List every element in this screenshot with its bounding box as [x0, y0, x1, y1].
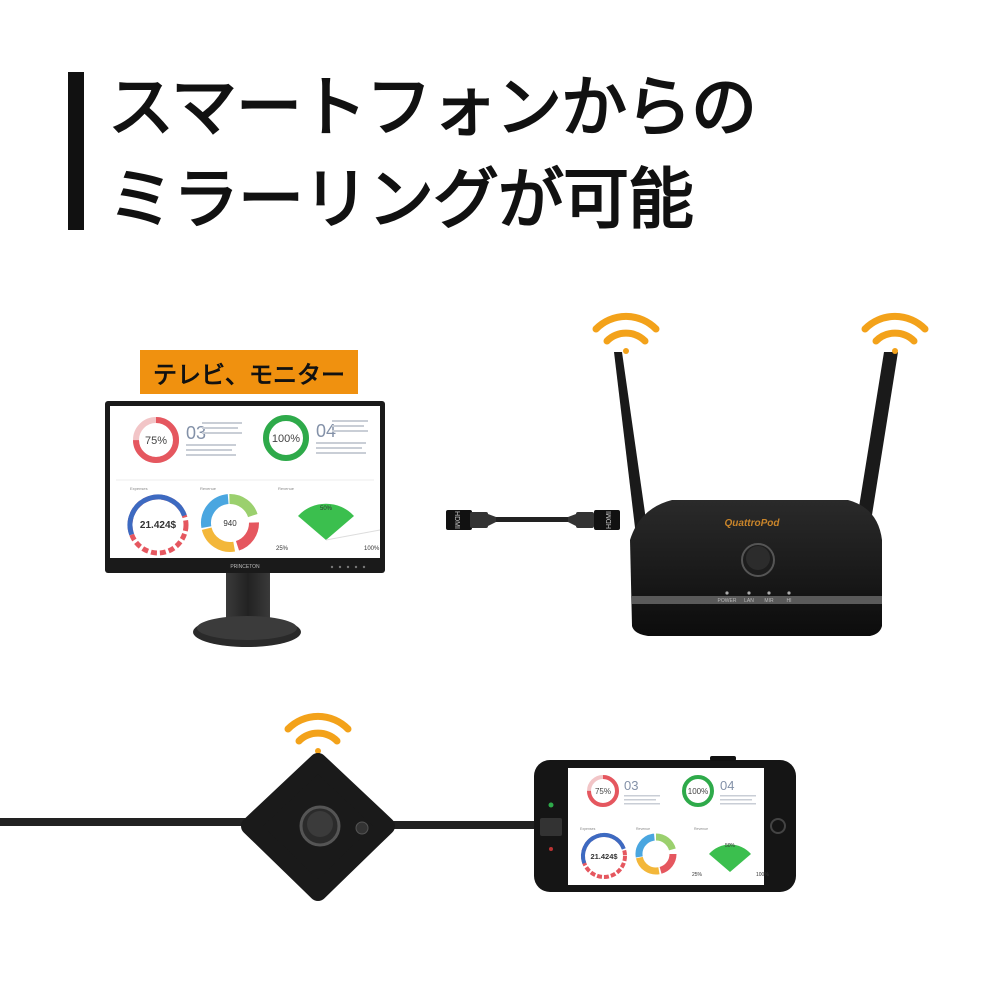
phone-gauge-left-label: 25%: [692, 872, 703, 878]
wifi-icon: [284, 712, 352, 754]
title-accent-bar: [68, 72, 84, 230]
led-label-hi: HI: [787, 598, 792, 604]
phone-panel-title-2: Revenue: [636, 827, 650, 831]
center-value: 940: [223, 519, 237, 528]
led-label-power: POWER: [718, 598, 737, 604]
hdmi-plug-right: [594, 510, 620, 530]
gauge-right-label: 100%: [364, 546, 380, 552]
gauge-top-label: 50%: [320, 506, 333, 512]
headline-line-1: スマートフォンからの: [108, 69, 757, 146]
gauge-left-label: 25%: [276, 546, 289, 552]
wifi-icon: [592, 312, 660, 354]
phone-gauge-right-label: 100%: [756, 872, 769, 878]
hdmi-cable: HDMI HDMI: [446, 510, 620, 530]
stat-number-04: 04: [316, 421, 336, 441]
led-label-lan: LAN: [744, 598, 754, 604]
receiver-brand: QuattroPod: [725, 518, 781, 529]
donut-100-label: 100%: [272, 433, 300, 445]
receiver-leds: POWER LAN MIR HI: [718, 591, 792, 604]
tv-monitor-label: テレビ、モニター: [140, 350, 358, 394]
wifi-icon: [861, 312, 929, 354]
panel-title-1: Expenses: [130, 486, 148, 491]
stat-number-03: 03: [186, 423, 206, 443]
hdmi-plug-left: [446, 510, 472, 530]
phone-stat-04: 04: [720, 778, 734, 793]
phone-panel-title-1: Expenses: [580, 827, 596, 831]
amount-label: 21.424$: [140, 520, 177, 531]
panel-title-2: Revenue: [200, 486, 217, 491]
monitor-dashboard: 75% 03 100% 04 Expenses Revenue Revenue …: [116, 415, 381, 556]
phone-dashboard: 75% 03 100% 04 Expenses Revenue Revenue …: [580, 775, 769, 879]
monitor-brand: PRINCETON: [230, 564, 260, 570]
panel-title-3: Revenue: [278, 486, 295, 491]
headline: スマートフォンからの ミラーリングが可能: [108, 62, 757, 246]
antenna-right: [854, 352, 898, 540]
donut-100: [263, 415, 309, 461]
phone-donut-75-label: 75%: [595, 787, 611, 796]
gauge-wedge: [298, 503, 354, 540]
monitor: PRINCETON 75% 03 100% 04 Expenses Revenu…: [105, 401, 385, 647]
led-label-mir: MIR: [764, 598, 774, 604]
receiver: QuattroPod POWER LAN MIR HI: [614, 352, 898, 636]
donut-75-label: 75%: [145, 435, 167, 447]
phone-gauge-top-label: 50%: [725, 843, 736, 849]
smartphone: 75% 03 100% 04 Expenses Revenue Revenue …: [534, 756, 796, 892]
donut-75: [133, 417, 179, 463]
antenna-left: [614, 352, 648, 536]
phone-donut-100-label: 100%: [688, 787, 708, 796]
phone-stat-03: 03: [624, 778, 638, 793]
hdmi-plug-left-text: HDMI: [453, 511, 460, 529]
headline-line-2: ミラーリングが可能: [108, 161, 694, 238]
phone-panel-title-3: Revenue: [694, 827, 708, 831]
phone-amount-label: 21.424$: [590, 852, 618, 861]
monitor-neck: [226, 572, 270, 624]
hdmi-plug-right-text: HDMI: [606, 511, 613, 529]
transmitter: [0, 753, 540, 901]
